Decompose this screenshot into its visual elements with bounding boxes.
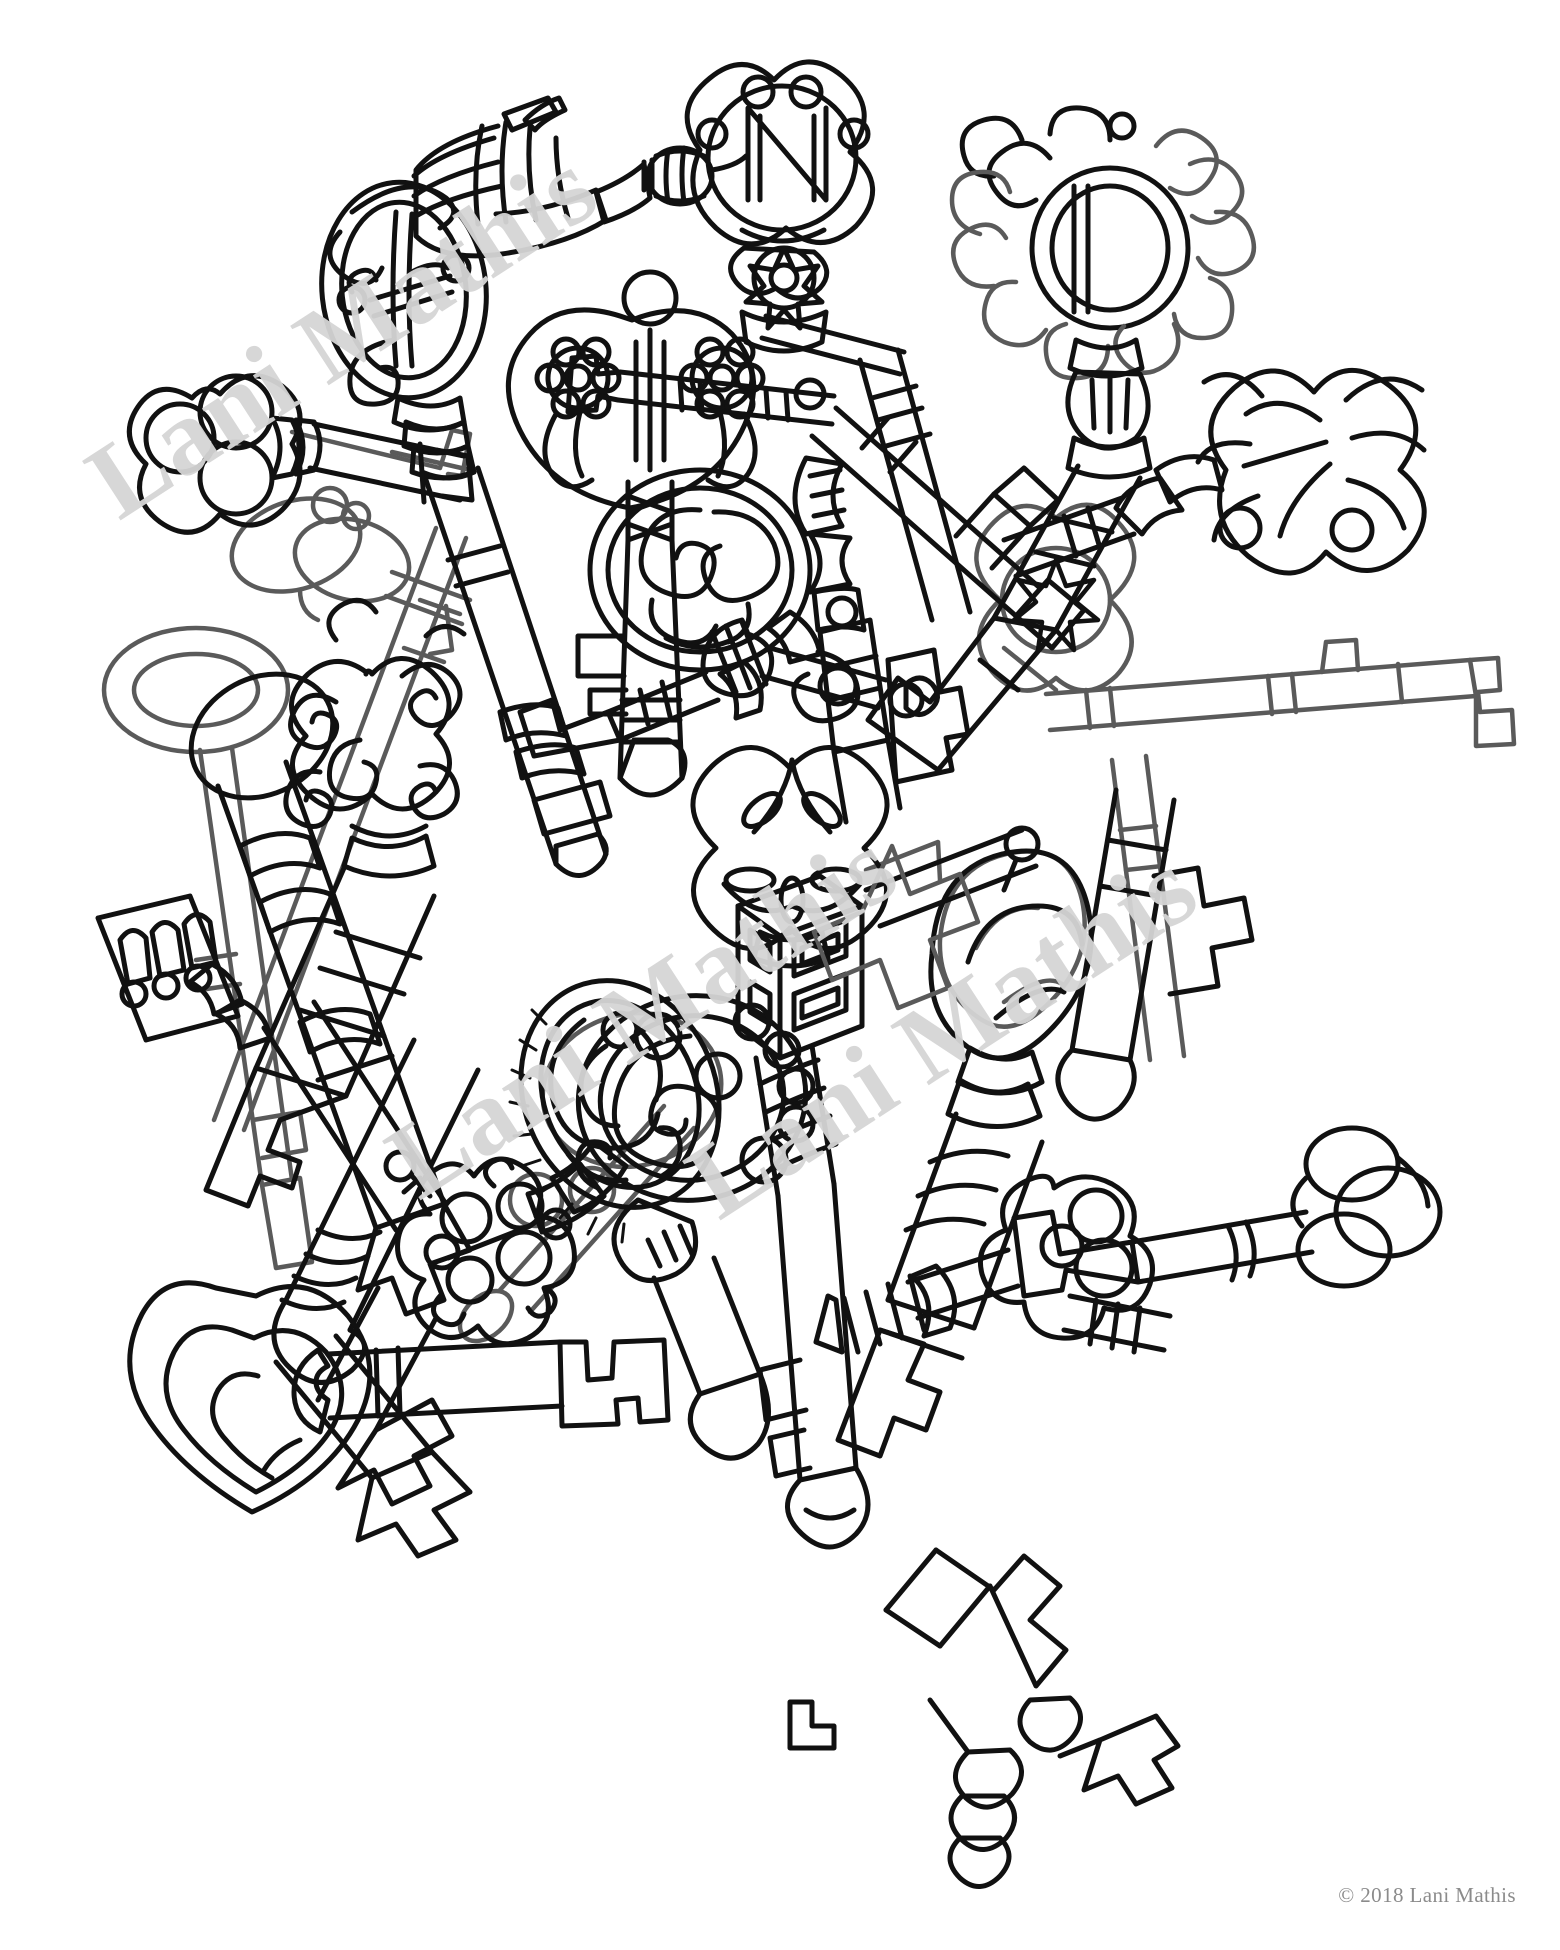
- key-monogram-f: [319, 179, 613, 878]
- key-monogram-n: [684, 59, 973, 623]
- key-stepped-bit-bottom-right: [883, 1547, 1069, 1689]
- key-cross-bit-right: [811, 827, 1039, 1011]
- key-bg-lantern-guides: [863, 839, 943, 883]
- key-lantern-barrel: [735, 873, 871, 1550]
- tassel-ornament: [411, 95, 749, 259]
- key-ribbed-barrel-center: [792, 455, 971, 825]
- key-far-right-long: [1055, 787, 1255, 1122]
- key-monogram-d: [865, 105, 1257, 773]
- key-rope-shank-right-lower: [1061, 1293, 1173, 1355]
- key-bg-long-horizontal-right: [1043, 637, 1517, 749]
- key-fan-shell-bow-right: [1001, 368, 1427, 579]
- key-bg-bubbles-bottom: [507, 1165, 617, 1229]
- key-comb-bit-left: [95, 893, 449, 1233]
- key-round-scroll-bow-center: [517, 467, 861, 759]
- key-heart-bow-bottom-left: [127, 1280, 373, 1515]
- key-bottom-rope-finial: [927, 1697, 1024, 1889]
- key-leaf-bow-right: [835, 825, 1094, 1459]
- key-oval-filigree-bow-bottom: [508, 978, 771, 1461]
- key-cross-bit-diagonal: [793, 377, 1087, 651]
- key-ribbed-short-center: [700, 617, 889, 711]
- key-bubble-cluster-bow: [383, 1149, 577, 1347]
- key-rope-bottom-right: [1017, 1695, 1083, 1753]
- key-small-horizontal-upper: [565, 353, 837, 427]
- key-small-l-bit-bottom: [787, 1699, 837, 1751]
- background-keys-group: [101, 427, 1517, 1344]
- key-horizontal-bottom: [291, 1337, 671, 1435]
- key-bg-interlock-rings: [229, 485, 473, 657]
- key-filigree-scroll-bow: [203, 597, 467, 1209]
- key-ribbed-right-lower: [813, 1173, 1155, 1355]
- key-small-bit-bottom-right: [1057, 1713, 1181, 1807]
- key-bg-oval-right-lower: [1109, 753, 1187, 1063]
- copyright-notice: © 2018 Lani Mathis: [1338, 1883, 1516, 1907]
- key-trefoil-bow-left: [126, 373, 475, 535]
- key-triple-ring-bow-right: [1011, 1125, 1443, 1299]
- key-heart-flower-bow: [505, 269, 766, 798]
